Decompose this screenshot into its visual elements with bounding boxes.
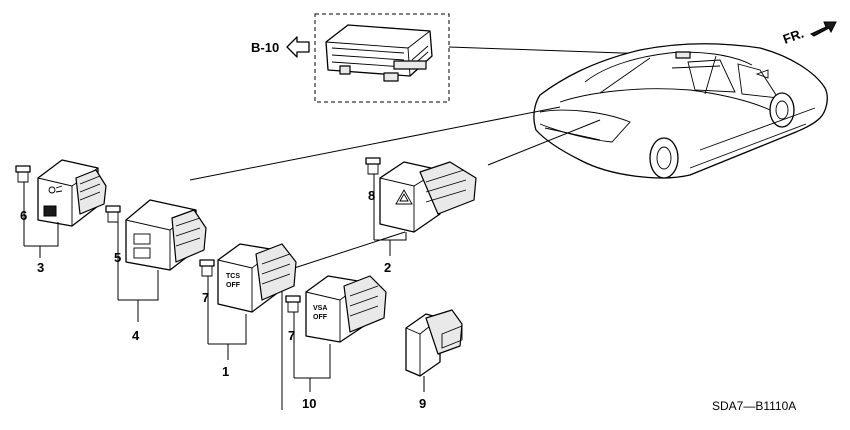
screw-part-7-b <box>285 295 301 313</box>
screw-part-8 <box>365 157 381 175</box>
switch-label-tcs-off: OFF <box>226 282 241 289</box>
callout-6: 6 <box>20 208 27 223</box>
control-unit <box>325 24 433 82</box>
bracket-part-4 <box>118 270 159 301</box>
screw-part-7-a <box>199 259 215 277</box>
callout-5: 5 <box>114 250 121 265</box>
hazard-triangle-icon <box>395 189 413 205</box>
screw-part-5 <box>105 205 121 223</box>
switch-label-tcs: TCS <box>226 273 240 280</box>
switch-part-1: TCS OFF <box>217 243 297 313</box>
bracket-part-2 <box>374 232 407 241</box>
car-illustration <box>533 43 828 179</box>
callout-7-a: 7 <box>202 290 209 305</box>
catalog-code: SDA7—B1110A <box>712 399 796 413</box>
switch-part-10: VSA OFF <box>305 275 387 343</box>
bracket-part-3 <box>24 222 59 247</box>
callout-1: 1 <box>222 364 229 379</box>
callout-3: 3 <box>37 260 44 275</box>
cover-part-9 <box>405 309 463 377</box>
inset-box <box>314 13 450 103</box>
leader-car-left <box>189 106 561 181</box>
ref-label-b10: B-10 <box>251 40 279 55</box>
leader-car-hazard <box>487 119 601 166</box>
switch-part-4 <box>125 199 207 271</box>
callout-4: 4 <box>132 328 140 343</box>
switch-label-vsa-off: OFF <box>313 314 328 321</box>
callout-8: 8 <box>368 188 375 203</box>
callout-7-b: 7 <box>288 328 295 343</box>
direction-label: FR. <box>781 26 806 47</box>
bracket-part-10 <box>294 344 331 379</box>
front-arrow-icon <box>809 21 837 37</box>
bracket-part-1 <box>208 314 247 345</box>
callout-10: 10 <box>302 396 316 411</box>
switch-part-2 <box>379 161 477 233</box>
switch-label-vsa: VSA <box>313 305 327 312</box>
screw-part-6 <box>15 165 31 183</box>
callout-2: 2 <box>384 260 391 275</box>
ref-arrow-left-icon <box>286 36 310 58</box>
switch-part-3 <box>37 159 107 227</box>
callout-9: 9 <box>419 396 426 411</box>
